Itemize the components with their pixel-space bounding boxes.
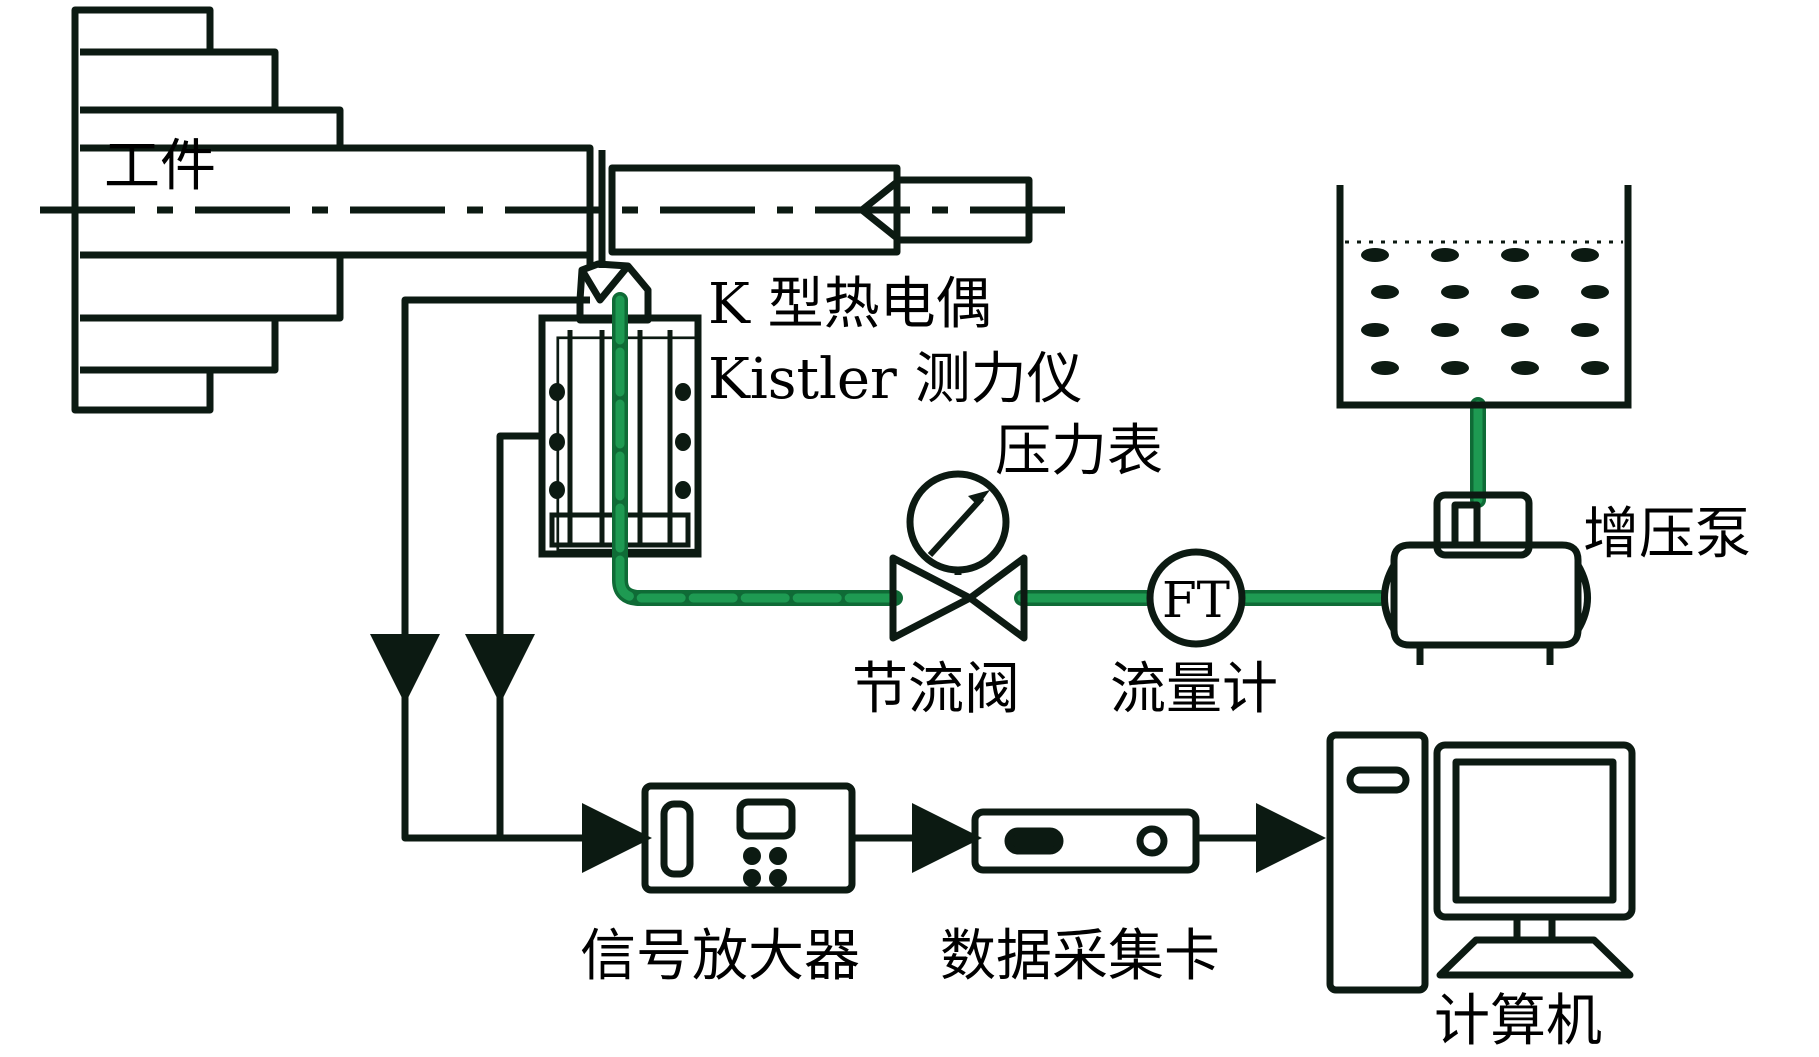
liquid-dash: [1571, 248, 1599, 262]
label-workpiece: 工件: [104, 134, 216, 199]
liquid-dash: [1441, 361, 1469, 375]
flow-meter-symbol: FT: [1162, 571, 1230, 629]
label-computer: 计算机: [1434, 989, 1602, 1054]
coolant-tank: [1336, 185, 1632, 409]
daq-card-device: [971, 808, 1200, 874]
liquid-dash: [1511, 285, 1539, 299]
signal-amplifier-device: [641, 782, 856, 894]
monitor-icon: [1433, 741, 1636, 979]
tailstock: [608, 164, 1033, 256]
liquid-dash: [1361, 323, 1389, 337]
liquid-dash: [1501, 248, 1529, 262]
liquid-dash: [1431, 323, 1459, 337]
liquid-fill: [1361, 248, 1609, 375]
coolant-line: [612, 292, 1486, 606]
label-daq-card: 数据采集卡: [940, 924, 1220, 989]
flow-meter: FT: [1146, 548, 1246, 648]
label-booster-pump: 增压泵: [1583, 502, 1751, 567]
liquid-dash: [1431, 248, 1459, 262]
liquid-dash: [1441, 285, 1469, 299]
label-flow-meter: 流量计: [1110, 657, 1278, 722]
liquid-dash: [1371, 361, 1399, 375]
label-pressure-gauge: 压力表: [995, 419, 1163, 484]
pc-tower-icon: [1326, 731, 1429, 994]
liquid-dash: [1361, 248, 1389, 262]
liquid-dash: [1571, 323, 1599, 337]
signal-wires: [370, 296, 1326, 873]
label-dynamometer: Kistler 测力仪: [708, 347, 1083, 412]
pressure-gauge-icon: [906, 470, 1010, 574]
liquid-dash: [1511, 361, 1539, 375]
label-signal-amplifier: 信号放大器: [580, 924, 860, 989]
liquid-dash: [1581, 285, 1609, 299]
label-throttle-valve: 节流阀: [852, 657, 1020, 722]
liquid-dash: [1501, 323, 1529, 337]
label-thermocouple: K 型热电偶: [708, 272, 992, 337]
liquid-dash: [1581, 361, 1609, 375]
pump-icon: [1381, 491, 1591, 665]
liquid-dash: [1371, 285, 1399, 299]
